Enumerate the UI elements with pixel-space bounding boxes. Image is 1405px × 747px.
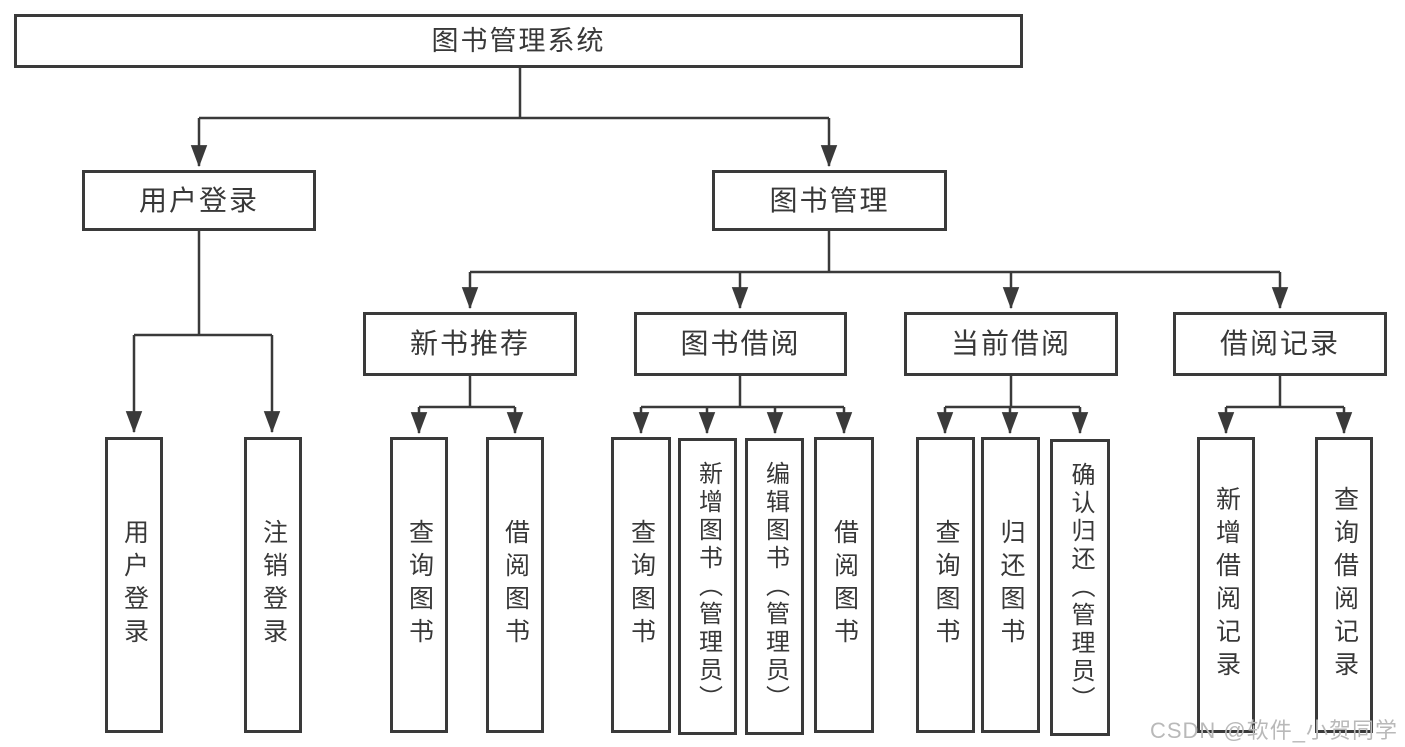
leaf-br-add-record: 新增借阅记录: [1197, 437, 1255, 733]
leaf-logout: 注销登录: [244, 437, 302, 733]
node-book-borrow: 图书借阅: [634, 312, 847, 376]
leaf-cb-confirm-return-admin: 确认归还（管理员）: [1050, 439, 1110, 736]
leaf-br-query-record: 查询借阅记录: [1315, 437, 1373, 733]
leaf-bb-edit-book-admin: 编辑图书（管理员）: [745, 438, 804, 735]
connector-book-mgmt-branch: [470, 231, 1280, 274]
connector-book-borrow-branch: [641, 376, 844, 409]
leaf-bb-borrow-book: 借阅图书: [814, 437, 874, 733]
connector-root-branch: [199, 68, 829, 120]
node-root-system: 图书管理系统: [14, 14, 1023, 68]
leaf-bb-add-book-admin: 新增图书（管理员）: [678, 438, 737, 735]
connector-current-borrow-branch: [945, 376, 1080, 409]
leaf-cb-return-book: 归还图书: [981, 437, 1040, 733]
node-new-book-recommend: 新书推荐: [363, 312, 577, 376]
node-book-management: 图书管理: [712, 170, 947, 231]
leaf-nbr-query-book: 查询图书: [390, 437, 448, 733]
connector-new-book-branch: [419, 376, 515, 409]
node-user-login: 用户登录: [82, 170, 316, 231]
connector-borrow-record-branch: [1226, 376, 1344, 409]
leaf-cb-query-book: 查询图书: [916, 437, 975, 733]
connector-user-login-branch: [134, 231, 272, 337]
leaf-user-login: 用户登录: [105, 437, 163, 733]
leaf-nbr-borrow-book: 借阅图书: [486, 437, 544, 733]
node-current-borrow: 当前借阅: [904, 312, 1118, 376]
node-borrow-records: 借阅记录: [1173, 312, 1387, 376]
leaf-bb-query-book: 查询图书: [611, 437, 671, 733]
